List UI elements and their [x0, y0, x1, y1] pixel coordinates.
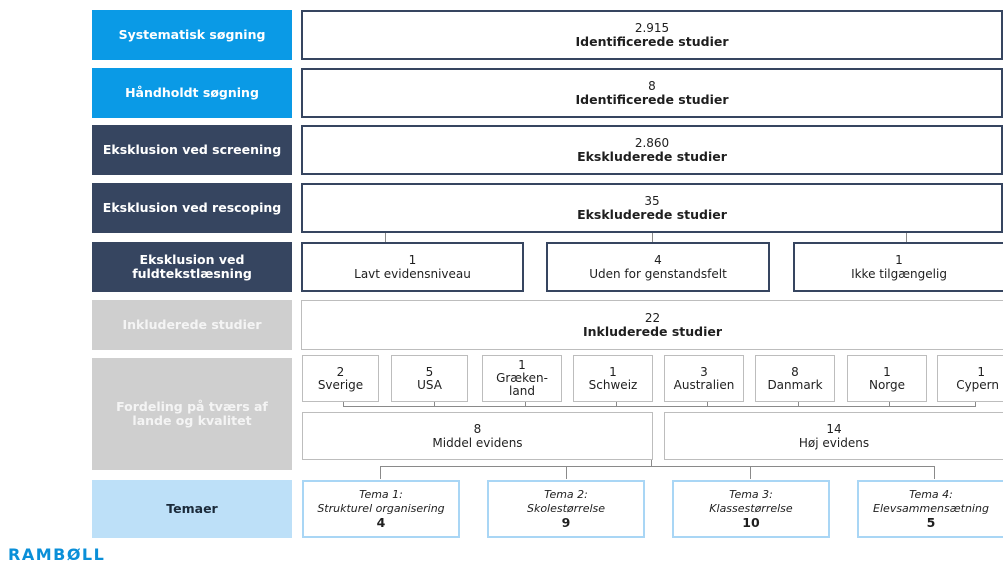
desc: Høj evidens	[798, 436, 870, 450]
theme-name: Strukturel organisering	[317, 502, 445, 515]
desc: Lavt evidensniveau	[354, 267, 471, 281]
box-not-available: 1 Ikke tilgængelig	[793, 242, 1003, 292]
count: 4	[654, 253, 662, 267]
label-manual-search: Håndholdt søgning	[92, 68, 292, 118]
connector	[707, 402, 708, 407]
theme-name: Klassestørrelse	[709, 502, 793, 515]
box-low-evidence: 1 Lavt evidensniveau	[301, 242, 524, 292]
count: 1	[977, 364, 985, 379]
desc: Ekskluderede studier	[577, 149, 727, 164]
label-included-studies: Inkluderede studier	[92, 300, 292, 350]
box-manual-search: 8 Identificerede studier	[301, 68, 1003, 118]
count: 14	[826, 422, 842, 436]
country-name: USA	[417, 377, 442, 392]
box-included-studies: 22 Inkluderede studier	[301, 300, 1003, 350]
theme-count: 10	[742, 515, 760, 530]
country-name: Australien	[673, 377, 735, 392]
label-screening-exclusion: Eksklusion ved screening	[92, 125, 292, 175]
count: 1	[408, 253, 417, 267]
connector	[975, 402, 976, 407]
connector	[343, 406, 976, 407]
connector	[385, 233, 386, 242]
desc: Middel evidens	[432, 436, 523, 450]
label-rescoping-exclusion: Eksklusion ved rescoping	[92, 183, 292, 233]
connector	[525, 402, 526, 407]
theme-count: 5	[926, 515, 936, 530]
label-systematic-search: Systematisk søgning	[92, 10, 292, 60]
country-box: 3 Australien	[664, 355, 744, 402]
box-rescoping-exclusion: 35 Ekskluderede studier	[301, 183, 1003, 233]
count: 3	[700, 364, 708, 379]
count: 2.915	[634, 21, 670, 35]
theme-title: Tema 1:	[359, 488, 403, 501]
connector	[906, 233, 907, 242]
country-box: 1 Græken- land	[482, 355, 562, 402]
country-box: 1 Schweiz	[573, 355, 653, 402]
count: 5	[425, 364, 434, 379]
connector	[566, 466, 567, 479]
theme-name: Elevsammensætning	[873, 502, 989, 515]
count: 2.860	[634, 136, 670, 150]
connector	[934, 466, 935, 479]
country-name: Cypern	[956, 377, 999, 392]
country-name: land	[509, 384, 535, 398]
desc: Identificerede studier	[575, 92, 729, 107]
box-high-evidence: 14 Høj evidens	[664, 412, 1003, 460]
count: 35	[644, 194, 660, 208]
box-out-of-scope: 4 Uden for genstandsfelt	[546, 242, 770, 292]
desc: Uden for genstandsfelt	[589, 267, 727, 281]
count: 1	[895, 253, 903, 267]
country-box: 5 USA	[391, 355, 468, 402]
connector	[343, 402, 344, 407]
box-screening-exclusion: 2.860 Ekskluderede studier	[301, 125, 1003, 175]
count: 22	[644, 311, 661, 325]
desc: Ekskluderede studier	[577, 207, 727, 222]
count: 8	[648, 79, 656, 93]
connector	[616, 402, 617, 407]
theme-name: Skolestørrelse	[526, 502, 606, 515]
desc: Ikke tilgængelig	[851, 267, 947, 281]
theme-count: 9	[561, 515, 571, 530]
count: 8	[791, 364, 799, 379]
count: 1	[609, 364, 617, 379]
ramboll-logo: RAMBØLL	[8, 545, 106, 564]
theme-box: Tema 4: Elevsammensætning 5	[857, 480, 1003, 538]
count: 1	[518, 358, 526, 372]
count: 8	[473, 422, 482, 436]
count: 1	[883, 364, 891, 379]
desc: Inkluderede studier	[582, 324, 723, 339]
connector	[434, 402, 435, 407]
connector	[798, 402, 799, 407]
theme-box: Tema 1: Strukturel organisering 4	[302, 480, 460, 538]
country-name: Sverige	[317, 377, 364, 392]
box-medium-evidence: 8 Middel evidens	[302, 412, 653, 460]
desc: Identificerede studier	[575, 34, 729, 49]
theme-title: Tema 2:	[544, 488, 588, 501]
country-name: Græken-	[496, 371, 548, 385]
theme-count: 4	[376, 515, 386, 530]
country-name: Danmark	[767, 377, 823, 392]
country-name: Norge	[868, 377, 906, 392]
connector	[652, 233, 653, 242]
connector	[380, 466, 935, 467]
country-box: 1 Norge	[847, 355, 927, 402]
theme-box: Tema 2: Skolestørrelse 9	[487, 480, 645, 538]
connector	[651, 460, 652, 466]
theme-box: Tema 3: Klassestørrelse 10	[672, 480, 830, 538]
connector	[380, 466, 381, 479]
count: 2	[336, 364, 345, 379]
country-box: 2 Sverige	[302, 355, 379, 402]
theme-title: Tema 4:	[909, 488, 953, 501]
connector	[750, 466, 751, 479]
country-name: Schweiz	[588, 377, 638, 392]
box-systematic-search: 2.915 Identificerede studier	[301, 10, 1003, 60]
label-themes: Temaer	[92, 480, 292, 538]
country-box: 1 Cypern	[937, 355, 1003, 402]
country-box: 8 Danmark	[755, 355, 835, 402]
connector	[889, 402, 890, 407]
theme-title: Tema 3:	[729, 488, 773, 501]
